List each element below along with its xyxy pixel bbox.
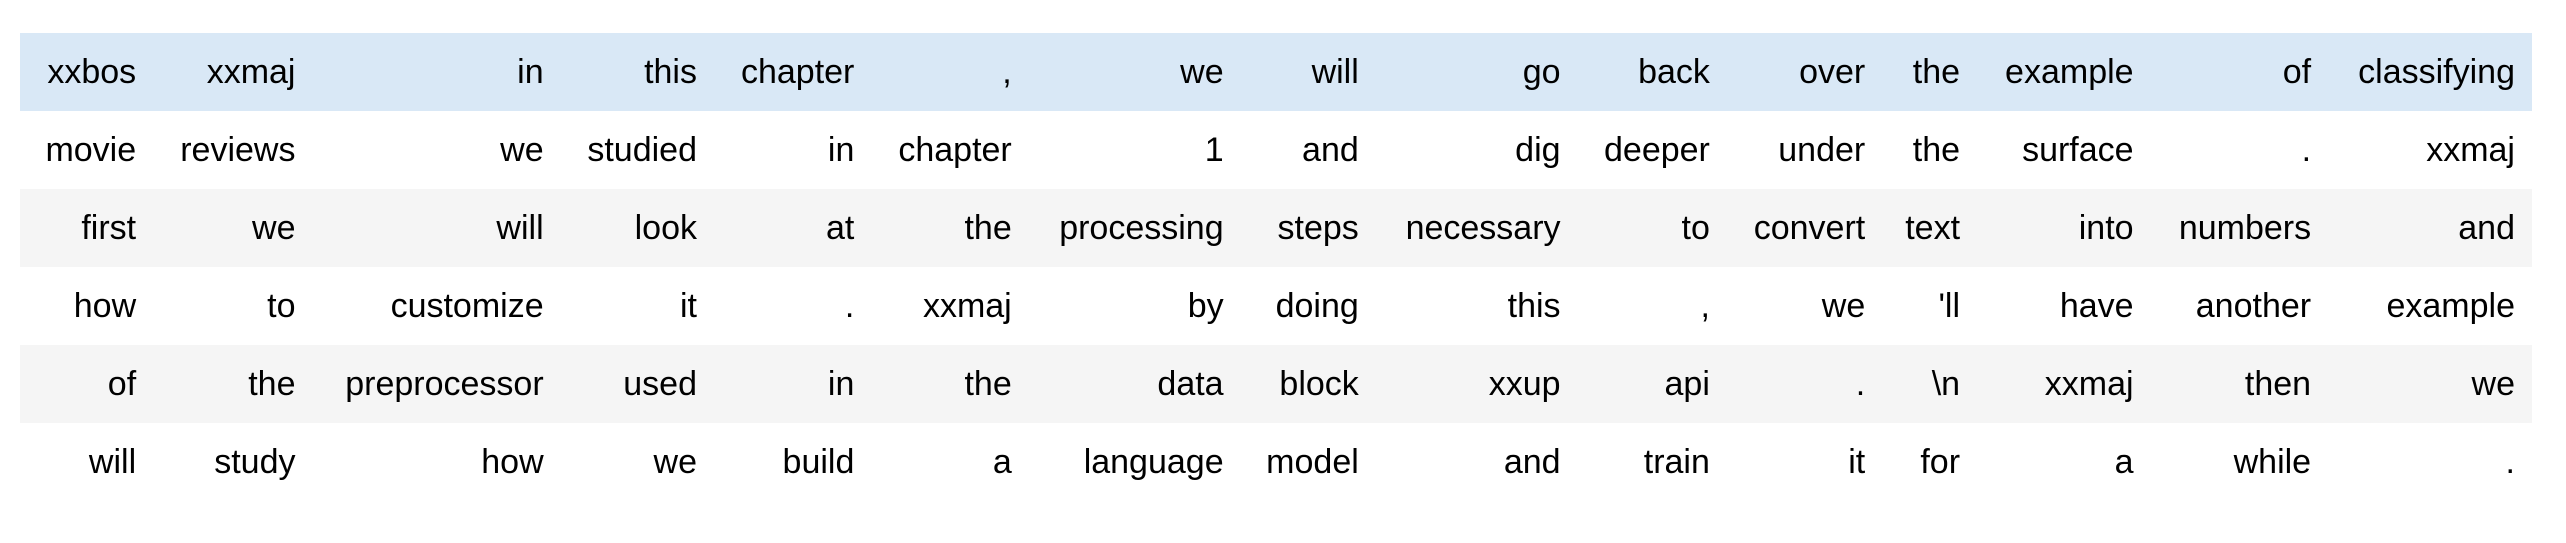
token-cell: train xyxy=(1643,443,1710,481)
token-cell: steps xyxy=(1277,209,1359,247)
token-cell: chapter xyxy=(740,53,855,91)
token-cell: surface xyxy=(2022,131,2134,169)
token-cell: 'll xyxy=(1938,287,1961,325)
token-table-body: xxbos xxmaj in this chapter, we will go back over… xyxy=(20,33,2532,501)
token-cell: deeper xyxy=(1604,131,1710,169)
token-cell: classifying xyxy=(2358,53,2515,91)
token-cell: xxup xyxy=(1488,365,1561,403)
token-cell: data xyxy=(1157,365,1224,403)
token-cell: to xyxy=(1681,209,1710,247)
token-cell: xxmaj xyxy=(922,287,1012,325)
token-cell: and xyxy=(2458,209,2515,247)
token-cell: first xyxy=(81,209,137,247)
token-cell: will xyxy=(88,443,137,481)
token-cell: xxmaj xyxy=(2044,365,2134,403)
token-cell: it xyxy=(680,287,697,325)
token-cell: . xyxy=(844,287,855,325)
token-cell: build xyxy=(782,443,855,481)
token-cell: numbers xyxy=(2178,209,2312,247)
table-row: first we will look at the processing steps neces… xyxy=(20,189,2532,267)
token-cell: studied xyxy=(587,131,697,169)
notebook-output-area: xxbos xxmaj in this chapter, we will go back over… xyxy=(20,33,2532,501)
token-cell: this xyxy=(644,53,697,91)
token-cell: under xyxy=(1778,131,1866,169)
token-cell: movie xyxy=(45,131,137,169)
token-cell: language xyxy=(1083,443,1224,481)
token-cell: look xyxy=(634,209,697,247)
token-cell: of xyxy=(107,365,137,403)
token-cell: example xyxy=(2005,53,2134,91)
token-cell: api xyxy=(1664,365,1710,403)
token-cell: 1 xyxy=(1204,131,1224,169)
token-cell: we xyxy=(2471,365,2515,403)
token-cell: by xyxy=(1187,287,1224,325)
token-cell: text xyxy=(1905,209,1961,247)
token-cell: to xyxy=(267,287,296,325)
token-cell: this xyxy=(1507,287,1561,325)
token-cell: necessary xyxy=(1405,209,1561,247)
token-cell: while xyxy=(2233,443,2312,481)
token-cell: xxmaj xyxy=(206,53,296,91)
token-cell: will xyxy=(1311,53,1359,91)
token-cell: xxmaj xyxy=(2426,131,2515,169)
token-cell: will xyxy=(496,209,544,247)
token-cell: , xyxy=(1700,287,1710,325)
token-cell: we xyxy=(1821,287,1866,325)
token-cell: how xyxy=(73,287,137,325)
token-cell: preprocessor xyxy=(345,365,544,403)
token-cell: the xyxy=(1912,131,1961,169)
token-cell: xxbos xyxy=(47,53,137,91)
token-cell: dig xyxy=(1515,131,1561,169)
token-cell: block xyxy=(1279,365,1359,403)
token-cell: go xyxy=(1522,53,1561,91)
token-cell: processing xyxy=(1059,209,1224,247)
token-cell: the xyxy=(964,365,1012,403)
token-cell: customize xyxy=(390,287,544,325)
token-cell: of xyxy=(2282,53,2312,91)
token-cell: study xyxy=(214,443,296,481)
token-table: xxbos xxmaj in this chapter, we will go back over… xyxy=(20,33,2532,501)
token-cell: in xyxy=(517,53,544,91)
token-cell: . xyxy=(2505,443,2515,481)
token-cell: used xyxy=(623,365,697,403)
token-cell: we xyxy=(1180,53,1224,91)
token-cell: and xyxy=(1302,131,1359,169)
token-cell: at xyxy=(826,209,855,247)
token-cell: a xyxy=(2114,443,2134,481)
token-cell: in xyxy=(827,131,855,169)
token-cell: into xyxy=(2078,209,2134,247)
token-cell: over xyxy=(1799,53,1866,91)
token-cell: another xyxy=(2195,287,2312,325)
token-cell: example xyxy=(2386,287,2515,325)
token-cell: have xyxy=(2059,287,2134,325)
token-cell: how xyxy=(481,443,544,481)
table-row: xxbos xxmaj in this chapter, we will go back over… xyxy=(20,33,2532,111)
token-cell: the xyxy=(248,365,296,403)
token-cell: the xyxy=(1912,53,1961,91)
token-cell: for xyxy=(1920,443,1961,481)
token-cell: model xyxy=(1266,443,1359,481)
token-cell: . xyxy=(2301,131,2312,169)
token-cell: convert xyxy=(1753,209,1866,247)
token-cell: a xyxy=(992,443,1012,481)
token-cell: . xyxy=(1855,365,1866,403)
token-cell: chapter xyxy=(898,131,1012,169)
token-cell: it xyxy=(1848,443,1866,481)
token-cell: the xyxy=(964,209,1012,247)
token-cell: doing xyxy=(1275,287,1359,325)
table-row: of the preprocessor used in the data block xxup a… xyxy=(20,345,2532,423)
token-cell: then xyxy=(2244,365,2312,403)
token-cell: we xyxy=(500,131,544,169)
token-cell: and xyxy=(1503,443,1561,481)
token-cell: we xyxy=(252,209,296,247)
token-cell: , xyxy=(1002,53,1012,91)
token-cell: \n xyxy=(1931,365,1961,403)
token-cell: in xyxy=(827,365,855,403)
table-row: will study how we build a language model and trai… xyxy=(20,423,2532,501)
table-row: how to customize it. xxmaj by doing this, we 'll h… xyxy=(20,267,2532,345)
token-cell: reviews xyxy=(180,131,296,169)
table-row: movie reviews we studied in chapter 1 and dig dee… xyxy=(20,111,2532,189)
token-cell: back xyxy=(1638,53,1710,91)
token-cell: we xyxy=(653,443,697,481)
